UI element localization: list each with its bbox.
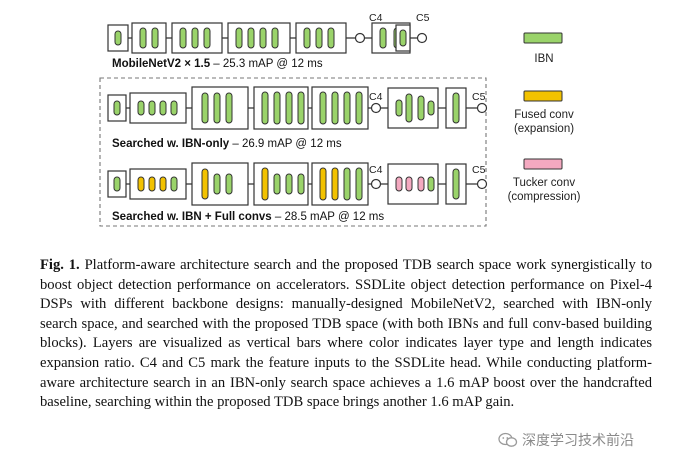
layer-bar [327, 27, 335, 49]
stage-node [476, 178, 488, 190]
layer-bar [148, 100, 156, 116]
arch-label-ibn-only: Searched w. IBN-only – 26.9 mAP @ 12 ms [112, 138, 342, 150]
legend-swatch [523, 90, 563, 102]
legend-swatch [523, 158, 563, 170]
layer-bar [343, 167, 351, 201]
wechat-icon [498, 432, 518, 447]
layer-bar [452, 168, 460, 200]
architecture-diagram [99, 22, 563, 227]
layer-bar [113, 176, 121, 192]
stage-node [354, 32, 366, 44]
layer-bar [427, 100, 435, 116]
layer-bar [170, 176, 178, 192]
layer-bar [137, 176, 145, 192]
stage-label-c4: C4 [369, 164, 383, 176]
layer-bar [303, 27, 311, 49]
layer-bar [114, 30, 122, 46]
layer-bar [261, 91, 269, 125]
layer-bar [273, 173, 281, 195]
layer-bar [417, 176, 425, 192]
layer-bar [213, 92, 221, 124]
layer-bar [151, 27, 159, 49]
layer-bar [259, 27, 267, 49]
stage-label-c5: C5 [416, 12, 430, 24]
arch-name: Searched w. IBN-only [112, 138, 230, 150]
arch-name: MobileNetV2 × 1.5 [112, 58, 211, 70]
layer-bar [343, 91, 351, 125]
layer-bar [201, 92, 209, 124]
layer-bar [273, 91, 281, 125]
layer-bar [331, 167, 339, 201]
layer-bar [201, 168, 209, 200]
arch-label-ibn-full: Searched w. IBN + Full convs – 28.5 mAP … [112, 211, 384, 223]
layer-bar [247, 27, 255, 49]
layer-bar [395, 99, 403, 117]
layer-bar [137, 100, 145, 116]
layer-bar [235, 27, 243, 49]
layer-bar [285, 173, 293, 195]
layer-bar [159, 100, 167, 116]
arch-name: Searched w. IBN + Full convs [112, 211, 272, 223]
layer-bar [139, 27, 147, 49]
layer-bar [225, 92, 233, 124]
legend-label-fused: Fused conv (expansion) [513, 109, 575, 135]
legend-label-ibn: IBN [534, 53, 554, 65]
layer-bar [399, 29, 407, 47]
layer-bar [148, 176, 156, 192]
stage-node [370, 102, 382, 114]
layer-bar [113, 100, 121, 116]
layer-bar [355, 91, 363, 125]
stage-node [370, 178, 382, 190]
arch-label-mobilenet: MobileNetV2 × 1.5 – 25.3 mAP @ 12 ms [112, 58, 323, 70]
layer-bar [427, 176, 435, 192]
legend-swatch [523, 32, 563, 44]
stage-node [416, 32, 428, 44]
stage-label-c5: C5 [472, 91, 486, 103]
layer-bar [319, 167, 327, 201]
layer-bar [297, 91, 305, 125]
watermark-text: 深度学习技术前沿 [522, 433, 634, 449]
figure-caption: Fig. 1. Platform-aware architecture sear… [40, 256, 652, 413]
layer-bar [405, 176, 413, 192]
legend-label-tucker: Tucker conv (compression) [507, 177, 581, 203]
arch-result: – 28.5 mAP @ 12 ms [271, 211, 385, 223]
caption-text: Platform-aware architecture search and t… [40, 257, 652, 411]
layer-bar [452, 92, 460, 124]
figure-panel: MobileNetV2 × 1.5 – 25.3 mAP @ 12 ms Sea… [99, 12, 581, 227]
layer-bar [191, 27, 199, 49]
layer-bar [203, 27, 211, 49]
layer-bar [315, 27, 323, 49]
layer-bar [331, 91, 339, 125]
caption-fig-number: Fig. 1. [40, 257, 80, 273]
searched-group-box [99, 77, 487, 227]
layer-bar [319, 91, 327, 125]
stage-node [476, 102, 488, 114]
arch-result: – 25.3 mAP @ 12 ms [210, 58, 323, 70]
stage-label-c4: C4 [369, 91, 383, 103]
block-box [131, 22, 167, 54]
layer-bar [261, 167, 269, 201]
stage-label-c5: C5 [472, 164, 486, 176]
layer-bar [225, 173, 233, 195]
watermark: 深度学习技术前沿 [498, 430, 634, 450]
layer-bar [179, 27, 187, 49]
layer-bar [355, 167, 363, 201]
layer-bar [379, 27, 387, 49]
layer-bar [271, 27, 279, 49]
layer-bar [170, 100, 178, 116]
layer-bar [395, 176, 403, 192]
layer-bar [285, 91, 293, 125]
layer-bar [405, 93, 413, 123]
layer-bar [159, 176, 167, 192]
arch-result: – 26.9 mAP @ 12 ms [229, 138, 342, 150]
layer-bar [297, 173, 305, 195]
stage-label-c4: C4 [369, 12, 383, 24]
layer-bar [417, 95, 425, 121]
layer-bar [213, 173, 221, 195]
